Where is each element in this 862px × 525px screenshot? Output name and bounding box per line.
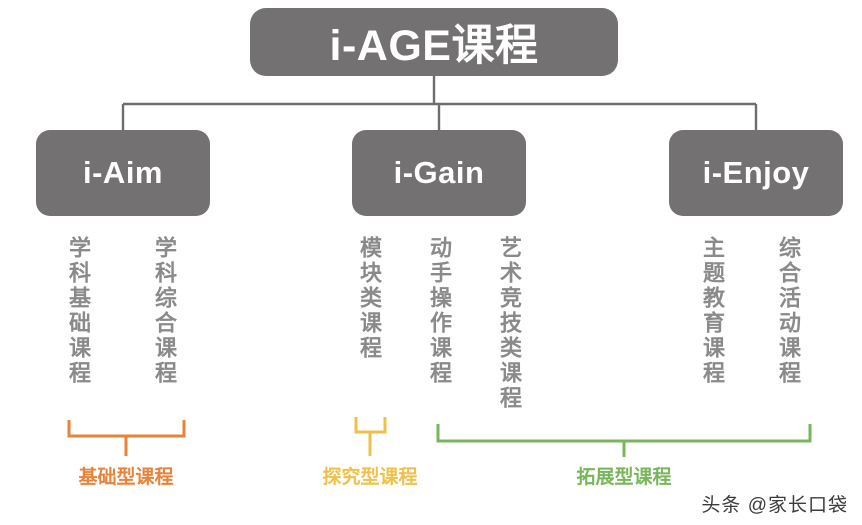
course-column-xueke-zonghe: 学科综合课程 xyxy=(152,236,177,386)
bracket-expand xyxy=(436,424,812,457)
group-label-basic: 基础型课程 xyxy=(78,467,174,488)
watermark: 头条 @家长口袋 xyxy=(701,495,848,516)
node-i-enjoy-label: i-Enjoy xyxy=(702,155,810,190)
course-column-zhuti-jiaoyu: 主题教育课程 xyxy=(700,236,725,386)
course-column-zonghe-huodong: 综合活动课程 xyxy=(776,236,801,386)
course-column-xueke-jichu: 学科基础课程 xyxy=(66,236,91,386)
node-i-enjoy[interactable]: i-Enjoy xyxy=(669,130,843,216)
bracket-basic xyxy=(67,420,186,456)
course-column-mokuai: 模块类课程 xyxy=(357,236,382,361)
node-root-label: i-AGE课程 xyxy=(329,22,539,70)
node-i-aim-label: i-Aim xyxy=(83,155,163,190)
node-i-gain[interactable]: i-Gain xyxy=(352,130,526,216)
node-root[interactable]: i-AGE课程 xyxy=(250,8,618,76)
node-i-aim[interactable]: i-Aim xyxy=(36,130,210,216)
group-label-expand: 拓展型课程 xyxy=(576,467,672,488)
node-i-gain-label: i-Gain xyxy=(393,155,485,190)
group-label-inquiry: 探究型课程 xyxy=(322,467,418,488)
course-column-dongshou: 动手操作课程 xyxy=(427,236,452,386)
course-column-yishu-jingji: 艺术竞技类课程 xyxy=(497,236,522,411)
bracket-inquiry xyxy=(354,417,387,456)
